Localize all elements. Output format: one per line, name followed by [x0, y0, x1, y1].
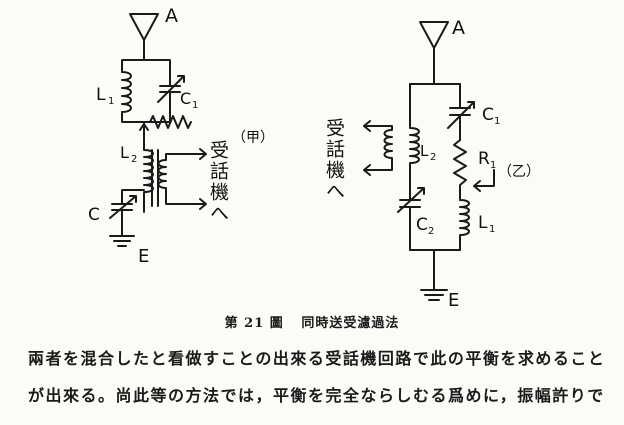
left-l2-sub: 2 — [131, 154, 137, 165]
right-receiver-coil — [371, 125, 393, 171]
right-right-branch — [447, 83, 475, 141]
left-l1-label: L — [96, 85, 106, 105]
figure-title: 同時送受濾過法 — [301, 316, 400, 331]
left-c-label: C — [88, 205, 100, 225]
left-antenna-icon — [129, 13, 159, 61]
left-circuit — [109, 13, 207, 247]
body-text-line-2: が出來る。尚此等の方法では，平衡を完全ならしむる爲めに，振幅許りで — [28, 386, 605, 405]
left-tank-frame — [121, 59, 171, 123]
right-ground-label: E — [448, 290, 459, 311]
right-circuit — [363, 21, 495, 301]
circuit-diagram: A L 1 C 1 L 2 C E （甲） 受話機へ A C 1 L 2 R 1… — [88, 5, 540, 311]
right-antenna-label: A — [452, 17, 465, 39]
right-r1-label: R — [478, 149, 490, 169]
left-output-arrows — [197, 148, 207, 210]
right-ground-icon — [420, 289, 448, 301]
right-circuit-tag: （乙） — [498, 164, 540, 180]
right-l2-sub: 2 — [430, 152, 436, 163]
left-ground-icon — [109, 235, 135, 247]
right-receiver-label: 受話機へ — [323, 118, 345, 202]
left-secondary-coil — [157, 153, 199, 205]
left-l2-label: L — [120, 143, 129, 162]
left-antenna-label: A — [165, 5, 178, 27]
figure-number: 第 21 圖 — [224, 316, 284, 331]
left-coupling-line — [151, 149, 159, 207]
left-l1-coil — [121, 71, 132, 113]
left-c1-capacitor — [157, 71, 185, 113]
left-c-capacitor — [109, 189, 145, 237]
right-r1-tap — [473, 169, 495, 192]
right-l2-label: L — [420, 142, 429, 160]
right-r1-resistor — [453, 139, 467, 201]
right-r1-sub: 1 — [490, 160, 496, 171]
right-left-branch — [397, 83, 425, 251]
right-c1-sub: 1 — [494, 116, 500, 127]
left-ground-label: E — [138, 246, 149, 267]
right-l1-sub: 1 — [489, 224, 495, 235]
right-bottom-bus — [409, 249, 461, 291]
right-antenna-icon — [419, 21, 449, 85]
right-output-arrows — [363, 120, 373, 176]
left-l2-coil — [143, 137, 154, 213]
figure-caption: 第 21 圖 同時送受濾過法 — [0, 312, 624, 331]
right-c2-label: C — [416, 215, 428, 235]
left-c1-sub: 1 — [192, 100, 198, 111]
left-circuit-tag: （甲） — [232, 130, 274, 146]
right-c2-sub: 2 — [428, 226, 434, 237]
right-l1-coil — [459, 199, 470, 251]
left-c1-label: C — [180, 89, 191, 108]
right-l1-label: L — [478, 213, 488, 233]
left-potentiometer — [139, 115, 192, 139]
body-text-line-1: 兩者を混合したと看做すことの出來る受話機回路で此の平衡を求めること — [28, 349, 606, 368]
left-receiver-label: 受話機へ — [207, 140, 229, 224]
left-l1-sub: 1 — [108, 96, 114, 107]
right-c1-label: C — [482, 105, 494, 125]
